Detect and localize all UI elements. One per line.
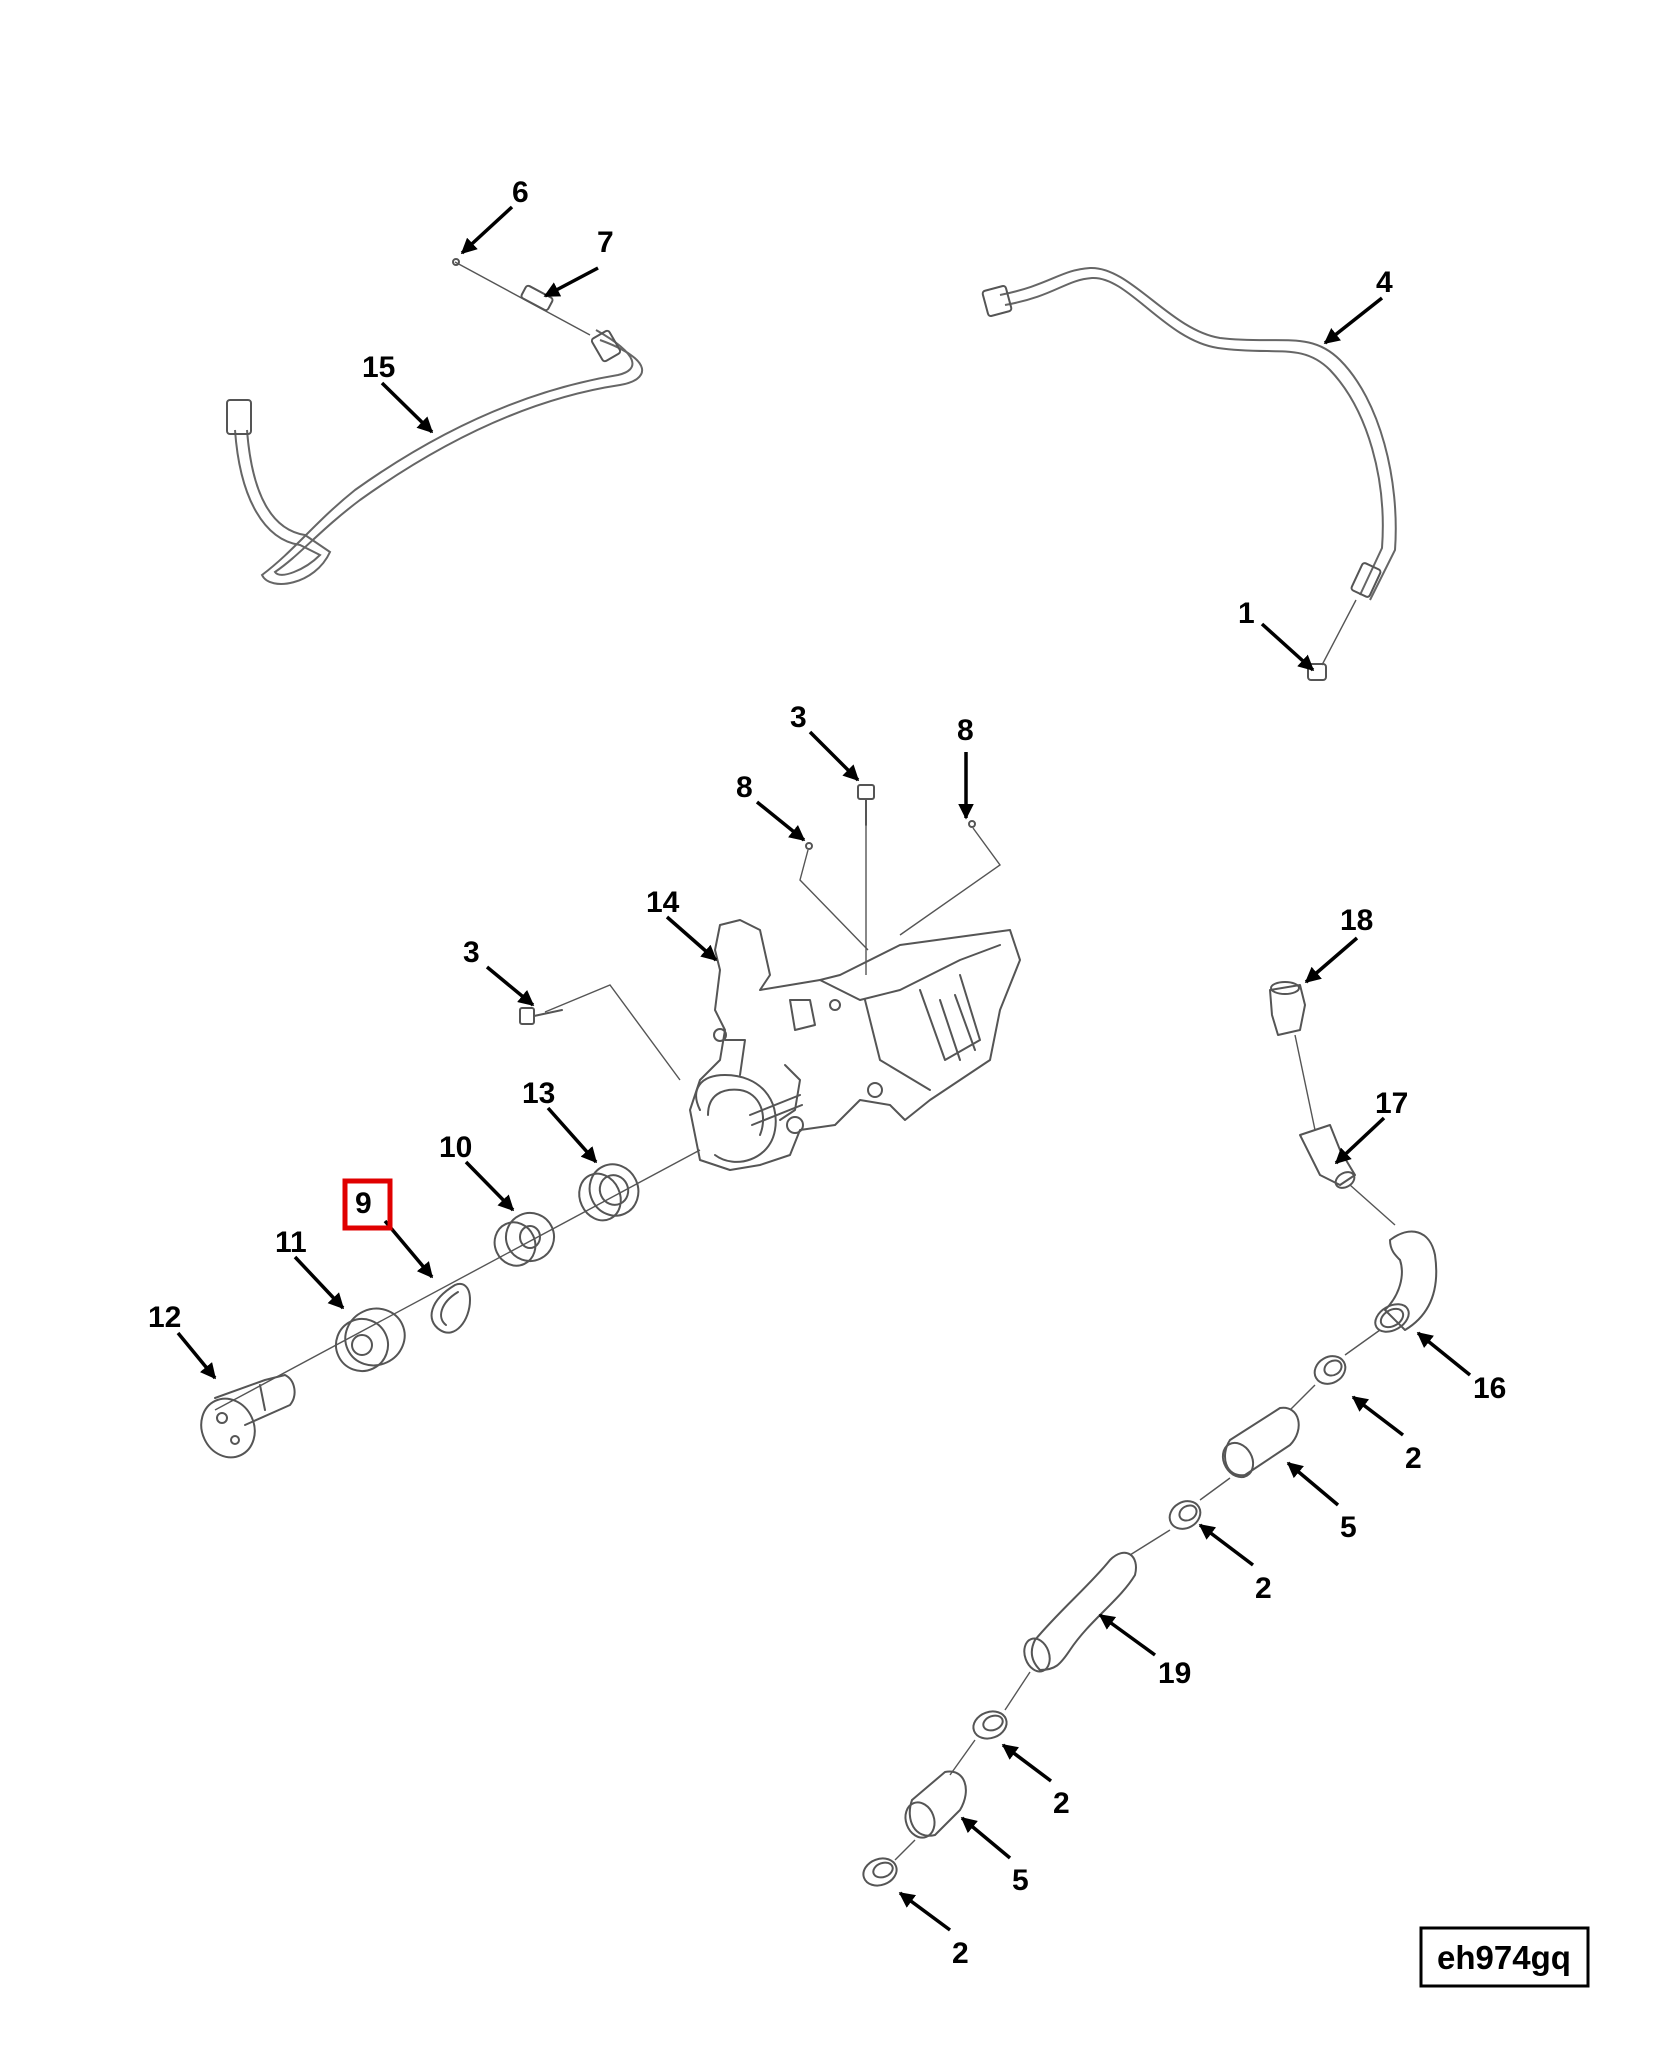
callout-arrows xyxy=(176,205,1472,1932)
callout-9: 9 xyxy=(355,1187,372,1220)
callout-8-right: 8 xyxy=(957,714,974,747)
callout-9-highlight xyxy=(342,1178,393,1231)
callout-labels: 6 7 15 4 1 3 8 8 14 3 13 10 9 11 12 18 1… xyxy=(148,176,1506,1970)
figure-reference: eh974gq xyxy=(1419,1926,1590,1988)
callout-5-b: 5 xyxy=(1012,1864,1029,1897)
callout-2-d: 2 xyxy=(952,1937,969,1970)
callout-15: 15 xyxy=(362,351,395,384)
hose-15 xyxy=(226,258,644,585)
figure-reference-label: eh974gq xyxy=(1437,1939,1571,1976)
callout-3-left: 3 xyxy=(463,936,480,969)
callout-10: 10 xyxy=(439,1131,472,1164)
bracket-14 xyxy=(689,919,1021,1171)
hose-4 xyxy=(981,266,1397,681)
callout-19: 19 xyxy=(1158,1657,1191,1690)
callout-2-b: 2 xyxy=(1255,1572,1272,1605)
callout-2-a: 2 xyxy=(1405,1442,1422,1475)
callout-18: 18 xyxy=(1340,904,1373,937)
callout-12: 12 xyxy=(148,1301,181,1334)
callout-17: 17 xyxy=(1375,1087,1408,1120)
callout-3-top: 3 xyxy=(790,701,807,734)
callout-1: 1 xyxy=(1238,597,1255,630)
callout-2-c: 2 xyxy=(1053,1787,1070,1820)
callout-14: 14 xyxy=(646,886,680,919)
callout-11: 11 xyxy=(275,1226,307,1259)
callout-5-a: 5 xyxy=(1340,1511,1357,1544)
callout-13: 13 xyxy=(522,1077,555,1110)
callout-8-left: 8 xyxy=(736,771,753,804)
callout-7: 7 xyxy=(597,226,614,259)
hose-chain xyxy=(862,981,1438,1887)
callout-4: 4 xyxy=(1376,266,1393,299)
callout-6: 6 xyxy=(512,176,529,209)
callout-16: 16 xyxy=(1473,1372,1506,1405)
shaft-assembly xyxy=(200,1149,701,1459)
bracket-fasteners xyxy=(519,784,1001,1081)
